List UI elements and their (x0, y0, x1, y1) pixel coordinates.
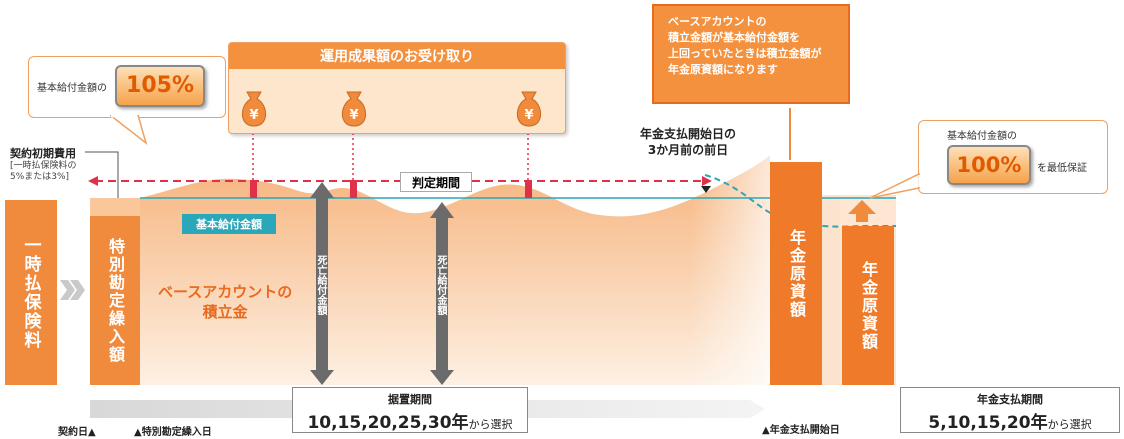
cost-connector (85, 151, 119, 198)
timeline-pension-start: ▲年金支払開始日 (762, 425, 840, 436)
pension-amount-block-2: 年金原資額 (842, 226, 894, 385)
base-account-line1: ベースアカウントの (158, 283, 293, 301)
payment-period-title: 年金支払期間 (977, 393, 1043, 406)
callout-100-suffix: を最低保証 (1037, 163, 1087, 174)
cost-stub (90, 198, 140, 216)
contract-cost-sub2: 5%または3%] (10, 172, 70, 182)
pre-pension-date-line1: 年金支払開始日の (640, 127, 737, 141)
contract-cost-sub1: [一時払保険料の (10, 161, 77, 171)
pre-pension-date-line2: 3か月前の前日 (647, 143, 729, 157)
money-bag-icon: ¥ (341, 91, 367, 127)
base-account-area (140, 155, 770, 385)
callout-105-prefix: 基本給付金額の (37, 83, 107, 94)
callout-100-prefix: 基本給付金額の (947, 131, 1017, 142)
svg-text:¥: ¥ (249, 108, 258, 123)
arrow-up-icon (848, 200, 876, 222)
callout-100: 基本給付金額の 100% を最低保証 (918, 120, 1108, 194)
judgment-period-label: 判定期間 (400, 172, 472, 192)
top-note-line4: 年金原資額になります (668, 63, 778, 76)
deferment-value: 10,15,20,25,30年 (307, 413, 469, 433)
death-benefit-label-1: 死亡給付金額 (315, 255, 326, 315)
callout-105: 基本給付金額の 105% (28, 56, 226, 118)
receipt-marker-1 (250, 180, 257, 198)
base-account-line2: 積立金 (202, 303, 248, 321)
special-account-block: 特別勘定繰入額 (90, 216, 140, 385)
top-note-line1: ベースアカウントの (668, 15, 767, 28)
money-bag-icon: ¥ (241, 91, 267, 127)
base-account-label: ベースアカウントの 積立金 (158, 282, 292, 322)
receipt-marker-3 (525, 180, 532, 198)
callout-100-pointer (870, 172, 922, 199)
judgment-arrow-right (702, 176, 712, 186)
contract-cost-label: 契約初期費用 [一時払保険料の 5%または3%] (10, 145, 77, 183)
pension-amount-label-1: 年金原資額 (787, 228, 806, 319)
svg-text:¥: ¥ (349, 108, 358, 123)
death-arrow-1 (310, 182, 334, 385)
receipt-marker-2 (350, 180, 357, 198)
deferment-suffix: から選択 (468, 418, 513, 431)
special-account-label: 特別勘定繰入額 (106, 237, 125, 364)
money-bag-icon: ¥ (516, 91, 542, 127)
payment-period-suffix: から選択 (1047, 418, 1092, 431)
pre-date-marker (701, 186, 711, 193)
income-receipt-panel: 運用成果額のお受け取り (228, 42, 566, 134)
pension-gap-area (822, 195, 842, 385)
pension-amount-block-1: 年金原資額 (770, 162, 822, 385)
timeline-special-entry: ▲特別勘定繰入日 (134, 427, 212, 438)
pre-pension-date-label: 年金支払開始日の 3か月前の前日 (640, 126, 736, 158)
base-benefit-tag: 基本給付金額 (182, 214, 276, 234)
death-arrow-2 (430, 202, 454, 385)
callout-105-value: 105% (115, 65, 205, 107)
income-receipt-title-text: 運用成果額のお受け取り (320, 49, 474, 65)
svg-text:¥: ¥ (524, 108, 533, 123)
base-benefit-tag-label: 基本給付金額 (196, 218, 262, 231)
payment-period-box: 年金支払期間 5,10,15,20年から選択 (900, 387, 1120, 433)
deferment-period-box: 据置期間 10,15,20,25,30年から選択 (292, 387, 528, 433)
contract-cost-title: 契約初期費用 (10, 147, 76, 160)
judgment-arrow-left (88, 176, 98, 186)
single-premium-label: 一時払保険料 (20, 235, 41, 350)
top-note-line3: 上回っていたときは積立金額が (668, 47, 822, 60)
callout-105-pointer (110, 115, 148, 145)
timeline-contract-date: 契約日▲ (58, 427, 96, 438)
deferment-title: 据置期間 (388, 393, 432, 406)
payment-period-value: 5,10,15,20年 (928, 413, 1048, 433)
top-note-box: ベースアカウントの 積立金額が基本給付金額を 上回っていたときは積立金額が 年金… (652, 4, 850, 104)
double-chevron-icon (60, 280, 85, 300)
judgment-period-text: 判定期間 (411, 175, 460, 190)
death-benefit-label-2: 死亡給付金額 (435, 255, 446, 315)
pension-amount-label-2: 年金原資額 (859, 260, 878, 351)
income-receipt-title: 運用成果額のお受け取り (229, 43, 565, 69)
callout-100-value: 100% (947, 145, 1031, 185)
single-premium-block: 一時払保険料 (5, 200, 57, 385)
top-note-line2: 積立金額が基本給付金額を (668, 31, 800, 44)
